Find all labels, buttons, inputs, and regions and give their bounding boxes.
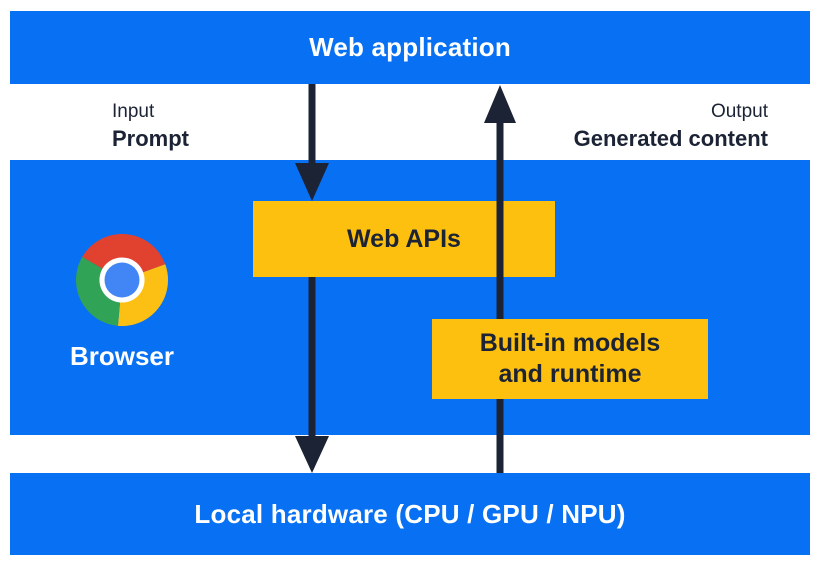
web-application-label: Web application (309, 32, 511, 62)
web-application-bar: Web application (10, 11, 810, 84)
chrome-logo-center (104, 262, 140, 298)
output-value: Generated content (573, 126, 768, 151)
local-hardware-bar: Local hardware (CPU / GPU / NPU) (10, 473, 810, 555)
builtin-models-box: Built-in models and runtime (432, 319, 708, 399)
web-apis-box: Web APIs (253, 201, 555, 277)
local-hardware-label: Local hardware (CPU / GPU / NPU) (194, 498, 626, 529)
output-label-group: Output Generated content (574, 99, 768, 153)
builtin-models-label-line1: Built-in models (479, 329, 661, 357)
chrome-logo-icon (76, 234, 168, 326)
browser-label: Browser (69, 341, 175, 371)
input-title: Input (112, 101, 155, 122)
input-label-group: Input Prompt (112, 99, 189, 153)
output-title: Output (710, 101, 768, 122)
input-value: Prompt (112, 126, 189, 151)
builtin-models-label-line2: and runtime (498, 360, 642, 388)
web-apis-label: Web APIs (347, 224, 461, 253)
